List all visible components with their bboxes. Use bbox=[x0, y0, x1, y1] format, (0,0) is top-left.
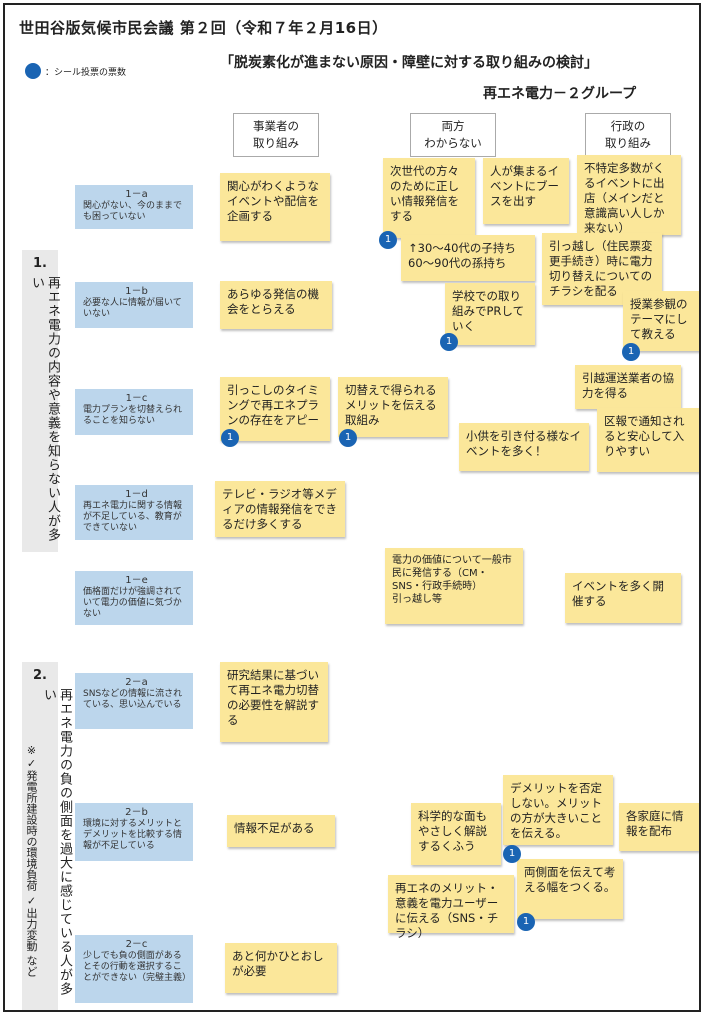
sticky-note: 両側面を伝えて考える幅をつくる。 bbox=[517, 859, 623, 919]
category-text: 価格面だけが強調されていて電力の価値に気づかない bbox=[83, 587, 182, 619]
sticky-note: 人が集まるイベントにブースを出す bbox=[483, 158, 569, 224]
category-code: 2－c bbox=[125, 939, 148, 950]
sticky-note: 引っ越し（住民票変更手続き）時に電力切り替えについてのチラシを配る bbox=[542, 233, 662, 305]
group-label: 再エネ電力－２グループ bbox=[483, 86, 637, 102]
category-code: 1－e bbox=[125, 575, 148, 586]
sticky-note: 次世代の方々のために正しい情報発信をする bbox=[383, 158, 475, 238]
category-2a: 2－a SNSなどの情報に流されている、思い込んでいる bbox=[75, 673, 193, 729]
section-2-number: 2. bbox=[33, 668, 47, 683]
category-code: 1－c bbox=[125, 393, 148, 404]
category-text: 再エネ電力に関する情報が不足している、教育ができていない bbox=[83, 501, 183, 533]
sticky-note: デメリットを否定しない。メリットの方が大きいことを伝える。 bbox=[503, 775, 613, 845]
sticky-note: テレビ・ラジオ等メディアの情報発信をできるだけ多くする bbox=[215, 481, 345, 537]
section-1-number: 1. bbox=[33, 256, 47, 271]
worksheet: 世田谷版気候市民会議 第２回（令和７年２月16日） ：シール投票の票数 「脱炭素… bbox=[3, 3, 701, 1012]
vote-count-badge: 1 bbox=[221, 429, 239, 447]
page-title: 世田谷版気候市民会議 第２回（令和７年２月16日） bbox=[19, 19, 388, 37]
column-header-both: 両方 わからない bbox=[410, 113, 496, 157]
category-text: 少しでも負の側面があるとその行動を選択することができない（完璧主義） bbox=[83, 951, 192, 983]
sticky-note: 引越運送業者の協力を得る bbox=[575, 365, 681, 409]
vote-count-badge: 1 bbox=[379, 231, 397, 249]
category-1d: 1－d 再エネ電力に関する情報が不足している、教育ができていない bbox=[75, 485, 193, 540]
sticky-note: 関心がわくようなイベントや配信を企画する bbox=[220, 173, 330, 241]
sticky-note: 授業参観のテーマにして教える bbox=[623, 291, 699, 351]
category-2c: 2－c 少しでも負の側面があるとその行動を選択することができない（完璧主義） bbox=[75, 935, 193, 1003]
sticky-note: 小供を引き付る様なイベントを多く！ bbox=[459, 423, 589, 471]
sticky-note: 学校での取り組みでPRしていく bbox=[445, 283, 535, 345]
sticky-note: イベントを多く開催する bbox=[565, 573, 681, 623]
vote-count-badge: 1 bbox=[503, 845, 521, 863]
category-text: 環境に対するメリットとデメリットを比較する情報が不足している bbox=[83, 819, 183, 851]
sticky-note: あらゆる発信の機会をとらえる bbox=[220, 281, 332, 329]
category-text: 電力プランを切替えられることを知らない bbox=[83, 405, 183, 426]
sticky-note: 切替えで得られるメリットを伝える取組み bbox=[338, 377, 448, 437]
column-header-government: 行政の 取り組み bbox=[585, 113, 671, 157]
category-code: 1－b bbox=[125, 286, 148, 297]
sticky-note: 区報で通知されると安心して入りやすい bbox=[597, 408, 699, 472]
section-2-band: 2. 再エネ電力の負の側面を過大に感じている人が多い ※✓発電所建設時の環境負荷… bbox=[22, 662, 72, 1010]
sticky-note: 電力の価値について一般市民に発信する（CM・SNS・行政手続時） 引っ越し等 bbox=[385, 548, 523, 624]
sticky-note: 各家庭に情報を配布 bbox=[619, 803, 699, 851]
sticky-note: 引っこしのタイミングで再エネプランの存在をアピール bbox=[220, 377, 330, 442]
category-1a: 1－a 関心がない、今のままでも困っていない bbox=[75, 185, 193, 229]
section-1-text: 再エネ電力の内容や意義を知らない人が多い bbox=[29, 276, 60, 542]
category-text: SNSなどの情報に流されている、思い込んでいる bbox=[83, 689, 183, 710]
sticky-note: 再エネのメリット・意義を電力ユーザーに伝える（SNS・チラシ） bbox=[388, 875, 514, 940]
sticky-note: 科学的な面もやさしく解説するくふう bbox=[411, 803, 501, 865]
category-code: 1－a bbox=[125, 189, 148, 200]
sticky-note: ↑30～40代の子持ち 60～90代の孫持ち bbox=[401, 235, 535, 281]
category-text: 関心がない、今のままでも困っていない bbox=[83, 201, 183, 222]
page-subtitle: 「脱炭素化が進まない原因・障壁に対する取り組みの検討」 bbox=[220, 55, 598, 71]
category-code: 1－d bbox=[125, 489, 148, 500]
vote-count-badge: 1 bbox=[622, 343, 640, 361]
category-2b: 2－b 環境に対するメリットとデメリットを比較する情報が不足している bbox=[75, 803, 193, 861]
category-text: 必要な人に情報が届いていない bbox=[83, 298, 182, 319]
section-1-band: 1. 再エネ電力の内容や意義を知らない人が多い bbox=[22, 250, 60, 552]
column-header-business: 事業者の 取り組み bbox=[233, 113, 319, 157]
vote-legend-icon bbox=[25, 63, 41, 79]
category-code: 2－b bbox=[125, 807, 148, 818]
category-1e: 1－e 価格面だけが強調されていて電力の価値に気づかない bbox=[75, 571, 193, 625]
category-code: 2－a bbox=[125, 677, 148, 688]
sticky-note: 情報不足がある bbox=[227, 815, 335, 847]
section-2-text: 再エネ電力の負の側面を過大に感じている人が多い bbox=[41, 688, 72, 996]
vote-count-badge: 1 bbox=[339, 429, 357, 447]
category-1c: 1－c 電力プランを切替えられることを知らない bbox=[75, 389, 193, 435]
category-1b: 1－b 必要な人に情報が届いていない bbox=[75, 282, 193, 328]
sticky-note: あと何かひとおしが必要 bbox=[225, 943, 337, 993]
vote-legend-text: ：シール投票の票数 bbox=[45, 68, 127, 78]
sticky-note: 研究結果に基づいて再エネ電力切替の必要性を解説する bbox=[220, 662, 328, 742]
vote-count-badge: 1 bbox=[440, 333, 458, 351]
section-2-note: ※✓発電所建設時の環境負荷 ✓出力変動 など bbox=[25, 744, 38, 977]
sticky-note: 不特定多数がくるイベントに出店（メインだと意識高い人しか来ない） bbox=[577, 155, 681, 235]
vote-count-badge: 1 bbox=[517, 913, 535, 931]
